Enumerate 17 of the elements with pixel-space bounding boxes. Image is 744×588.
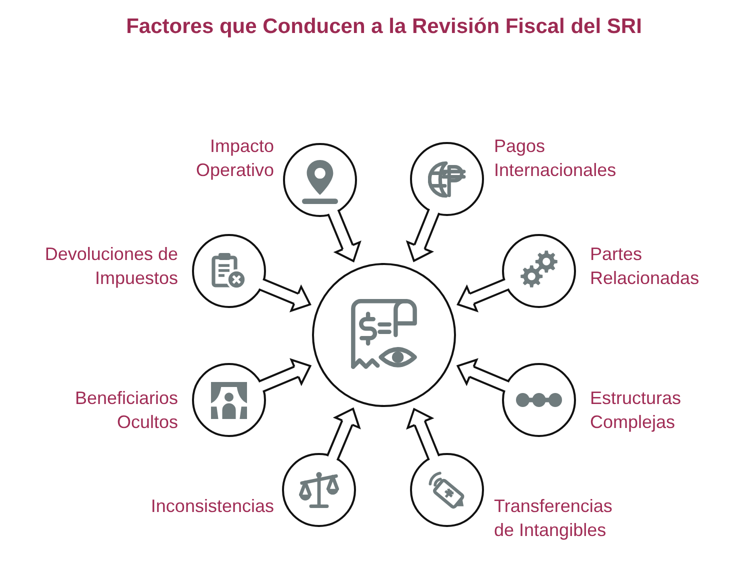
block-arrow: [456, 278, 510, 312]
factor-label: Pagos Internacionales: [494, 135, 618, 182]
block-arrow: [326, 408, 360, 462]
factor-label: Devoluciones de Impuestos: [44, 243, 178, 290]
factor-label: Estructuras Complejas: [590, 387, 682, 434]
block-arrow: [258, 278, 312, 312]
block-arrow: [406, 208, 440, 262]
block-arrow: [406, 408, 440, 462]
factor-label: Partes Relacionadas: [590, 243, 700, 290]
factor-label: Impacto Operativo: [194, 135, 274, 182]
block-arrow: [456, 358, 510, 393]
block-arrow: [258, 358, 312, 393]
diagram-title: Factores que Conducen a la Revisión Fiscal del SRI: [125, 14, 643, 40]
block-arrow: [327, 208, 361, 262]
factor-label: Inconsistencias: [150, 495, 274, 518]
factor-label: Transferencias de Intangibles: [494, 495, 614, 542]
factor-label: Beneficiarios Ocultos: [74, 387, 178, 434]
